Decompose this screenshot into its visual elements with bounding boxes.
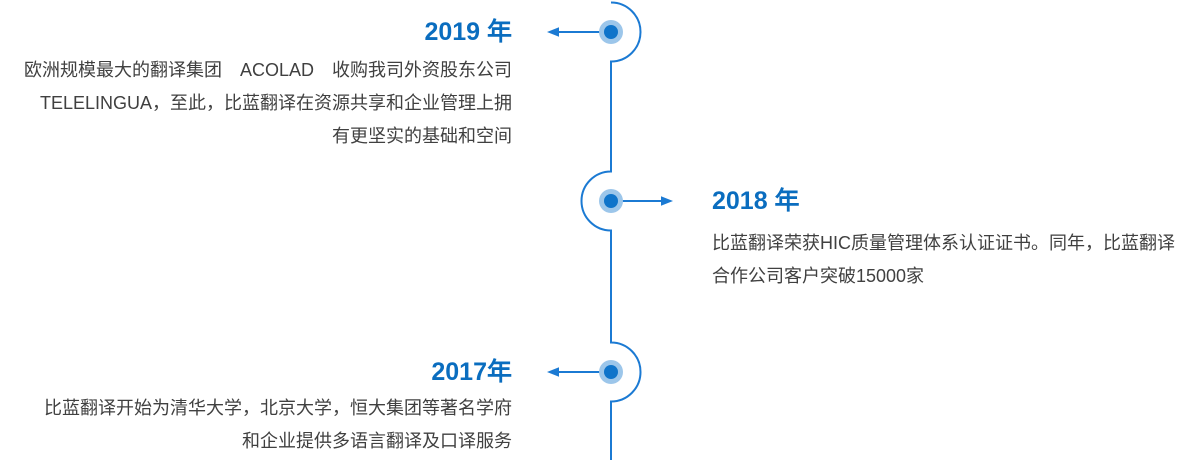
year-label-2019: 2019 年 bbox=[424, 18, 512, 46]
event-description-2018: 比蓝翻译荣获HIC质量管理体系认证证书。同年，比蓝翻译 合作公司客户突破1500… bbox=[712, 227, 1175, 293]
timeline-node bbox=[599, 20, 623, 44]
event-description-2017: 比蓝翻译开始为清华大学，北京大学，恒大集团等著名学府 和企业提供多语言翻译及口译… bbox=[44, 392, 512, 458]
description-line: 和企业提供多语言翻译及口译服务 bbox=[242, 431, 512, 451]
arrow-left-icon bbox=[547, 367, 601, 377]
timeline-node bbox=[599, 189, 623, 213]
timeline-axis-path bbox=[580, 1, 642, 460]
timeline-node bbox=[599, 360, 623, 384]
event-description-2019: 欧洲规模最大的翻译集团 ACOLAD 收购我司外资股东公司 TELELINGUA… bbox=[24, 54, 512, 153]
description-line: 欧洲规模最大的翻译集团 ACOLAD 收购我司外资股东公司 bbox=[23, 60, 512, 80]
year-label-2018: 2018 年 bbox=[712, 187, 800, 215]
description-line: TELELINGUA，至此，比蓝翻译在资源共享和企业管理上拥 bbox=[39, 93, 512, 113]
arrow-left-icon bbox=[547, 27, 601, 37]
description-line: 比蓝翻译荣获HIC质量管理体系认证证书。同年，比蓝翻译 bbox=[712, 233, 1175, 253]
description-line: 比蓝翻译开始为清华大学，北京大学，恒大集团等著名学府 bbox=[44, 398, 512, 418]
description-line: 合作公司客户突破15000家 bbox=[712, 266, 925, 286]
description-line: 有更坚实的基础和空间 bbox=[332, 126, 512, 146]
arrow-right-icon bbox=[621, 196, 673, 206]
year-label-2017: 2017年 bbox=[431, 358, 512, 386]
